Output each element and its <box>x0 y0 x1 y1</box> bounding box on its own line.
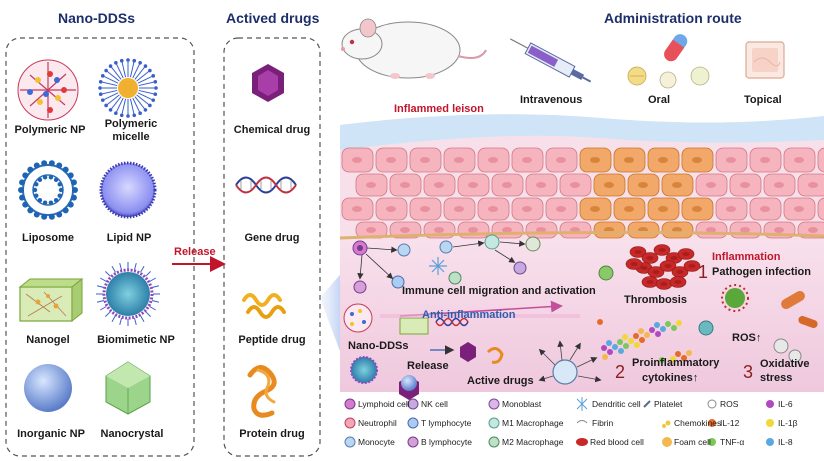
label-lipid-np: Lipid NP <box>106 232 152 244</box>
ros-up-label: ROS↑ <box>732 332 762 344</box>
cytokines-label: cytokines↑ <box>642 372 699 384</box>
label-polymeric-micelle: Polymeric micelle <box>104 118 158 143</box>
legend-m1-macrophage: M1 Macrophage <box>502 418 564 428</box>
label-protein-drug: Protein drug <box>239 428 305 440</box>
proinflammatory-label: Proinflammatory <box>632 357 720 369</box>
header-actived-drugs: Actived drugs <box>226 10 320 26</box>
legend-chemokines: Chemokines <box>674 418 722 428</box>
label-liposome: Liposome <box>22 232 74 244</box>
label-chemical-drug: Chemical drug <box>233 124 311 136</box>
oxidative-label: Oxidative <box>760 358 810 370</box>
thrombosis-cluster <box>625 244 701 290</box>
surface-layer <box>340 114 824 150</box>
legend-monoblast: Monoblast <box>502 399 542 409</box>
step-1-number: 1 <box>698 262 709 282</box>
label-polymeric-np: Polymeric NP <box>14 124 86 136</box>
legend-monocyte: Monocyte <box>358 437 395 447</box>
label-nanocrystal: Nanocrystal <box>100 428 164 440</box>
nanocrystal-icon <box>105 361 151 415</box>
hexagon-molecule-icon <box>252 64 284 102</box>
inflamed-lesion-label: Inflammed leison <box>394 103 484 115</box>
inorganic-np-icon <box>24 364 72 412</box>
polymeric-np-icon <box>17 59 79 121</box>
lesion-nano-ddss-label: Nano-DDSs <box>348 340 409 352</box>
legend-tnfa: TNF-α <box>720 437 745 447</box>
capsule-icon <box>664 34 688 62</box>
legend-il8: IL-8 <box>778 437 793 447</box>
legend-il12: IL-12 <box>720 418 740 428</box>
stress-label: stress <box>760 372 793 384</box>
route-topical: Topical <box>744 94 782 106</box>
inflammation-label: Inflammation <box>712 251 781 263</box>
polymeric-micelle-icon <box>98 58 158 118</box>
patch-icon <box>745 41 785 79</box>
anti-inflammation-label: Anti-inflammation <box>422 309 516 321</box>
legend-b-lymphocyte: B lymphocyte <box>421 437 473 447</box>
liposome-icon <box>18 160 78 220</box>
active-drugs-label: Active drugs <box>467 375 534 387</box>
label-gene-drug: Gene drug <box>244 232 300 244</box>
pathogen-infection-label: Pathogen infection <box>712 266 811 278</box>
focus-beam <box>320 270 344 362</box>
legend-t-lymphocyte: T lymphocyte <box>421 418 472 428</box>
label-biomimetic-np: Biomimetic NP <box>97 334 175 346</box>
legend-dendritic-cell: Dendritic cell <box>592 399 641 409</box>
legend-il6: IL-6 <box>778 399 793 409</box>
legend-m2-macrophage: M2 Macrophage <box>502 437 564 447</box>
cytokine-release <box>538 319 802 385</box>
header-administration-route: Administration route <box>604 10 742 26</box>
thrombosis-label: Thrombosis <box>624 294 687 306</box>
immune-cells <box>352 234 541 294</box>
legend-ros: ROS <box>720 399 739 409</box>
lesion-nano-ddss <box>343 300 580 400</box>
legend-symbols <box>344 397 774 448</box>
legend-foam-cell: Foam cell <box>674 437 711 447</box>
biomimetic-np-icon <box>96 262 160 326</box>
step-3-number: 3 <box>743 362 754 382</box>
legend-platelet: Platelet <box>654 399 683 409</box>
step-2-number: 2 <box>615 362 626 382</box>
legend-fibrin: Fibrin <box>592 418 614 428</box>
immune-migration-label: Immune cell migration and activation <box>402 285 596 297</box>
legend-neutrophil: Neutrophil <box>358 418 397 428</box>
tablet-icon <box>627 66 710 89</box>
route-oral: Oral <box>648 94 671 106</box>
drug-panel <box>223 37 321 457</box>
release-label: Release <box>174 246 216 258</box>
lesion-release-label: Release <box>407 360 449 372</box>
legend-il1b: IL-1β <box>778 418 798 428</box>
legend-red-blood-cell: Red blood cell <box>590 437 644 447</box>
nanogel-icon <box>18 277 84 323</box>
pathogen-icons <box>598 265 818 329</box>
header-nano-ddss: Nano-DDSs <box>58 10 136 26</box>
protein-ribbon-icon <box>247 365 277 418</box>
legend-lymphoid-cell: Lymphoid cell <box>358 399 410 409</box>
lipid-np-icon <box>99 161 157 219</box>
legend-nk-cell: NK cell <box>421 399 448 409</box>
label-peptide-drug: Peptide drug <box>238 334 306 346</box>
mouse-icon <box>341 18 487 79</box>
dna-helix-icon <box>235 176 297 194</box>
label-nanogel: Nanogel <box>26 334 70 346</box>
syringe-icon <box>509 38 592 83</box>
peptide-chain-icon <box>242 293 286 319</box>
route-intravenous: Intravenous <box>520 94 583 106</box>
label-inorganic-np: Inorganic NP <box>17 428 85 440</box>
